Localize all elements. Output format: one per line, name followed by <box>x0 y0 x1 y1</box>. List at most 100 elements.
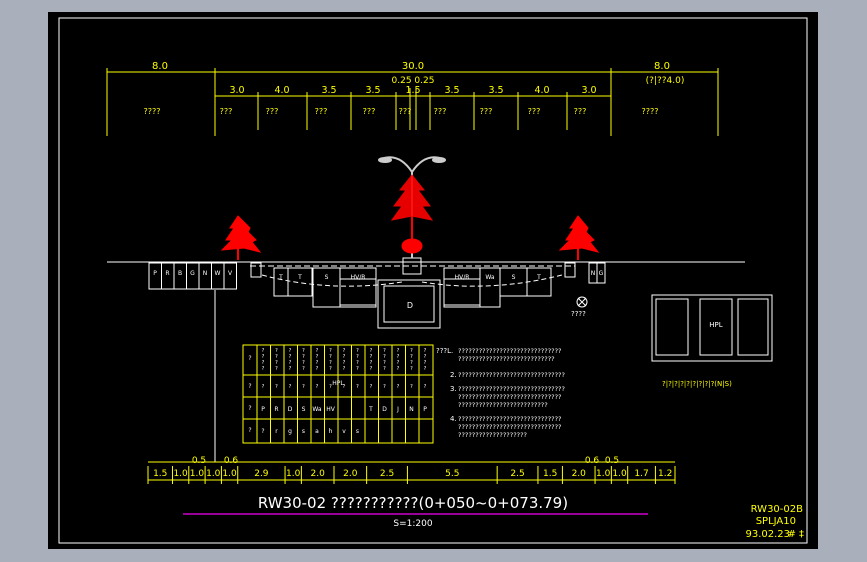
table-cell: ? <box>397 384 400 390</box>
table-cell: P <box>261 406 265 413</box>
pipe-label: S <box>512 274 516 281</box>
dim-roadway: 30.0 <box>402 61 424 72</box>
dim-right-note: (?|??4.0) <box>646 76 685 86</box>
table-header-mark: ? <box>275 354 278 360</box>
lane-name-label: ??? <box>220 107 233 116</box>
table-cell: s <box>356 428 359 435</box>
ground-line <box>107 261 745 287</box>
table-header-mark: ? <box>410 366 413 372</box>
lane-name-labels: ??????????????????????????????????? <box>144 107 659 116</box>
table-header-mark: ? <box>370 354 373 360</box>
table-header-mark: ? <box>302 366 305 372</box>
pipe-label: B <box>178 270 182 277</box>
bottom-dimension-label: 1.7 <box>634 469 648 479</box>
note-number: 2. <box>450 371 457 379</box>
table-header-mark: ? <box>329 360 332 366</box>
lane-name-label: ???? <box>642 107 659 116</box>
bottom-dimension-label: 2.0 <box>343 469 358 479</box>
table-row-label: ? <box>248 383 251 390</box>
table-header-mark: ? <box>262 360 265 366</box>
table-row-label: ? <box>248 355 251 362</box>
table-cell: ? <box>302 384 305 390</box>
curb-box <box>564 262 576 278</box>
table-cell: g <box>288 428 292 435</box>
table-header-mark: ? <box>329 348 332 354</box>
table-cell: N <box>409 406 414 413</box>
table-header-mark: ? <box>370 360 373 366</box>
general-notes: ???L.???????????????????????????????????… <box>436 347 565 439</box>
table-cell: h <box>329 428 333 435</box>
lane-name-label: ??? <box>315 107 328 116</box>
pipe-label: W <box>215 270 221 277</box>
table-header-mark: ? <box>289 366 292 372</box>
lane-dimension-label: 3.5 <box>321 85 336 96</box>
pipe-box <box>596 262 606 284</box>
pipe-box <box>287 267 313 297</box>
drawing-border <box>58 17 808 544</box>
table-header-mark: ? <box>316 354 319 360</box>
table-cell: ? <box>329 384 332 390</box>
bottom-dimension-label: 2.0 <box>311 469 326 479</box>
table-cell: ? <box>289 384 292 390</box>
table-header-mark: ? <box>383 348 386 354</box>
table-header-mark: ? <box>397 348 400 354</box>
legend-box-label: HPL <box>709 321 722 329</box>
table-header-mark: ? <box>262 354 265 360</box>
table-row-label: ? <box>248 405 251 412</box>
note-line: ??????????????????????????????? <box>458 385 565 393</box>
table-header-mark: ? <box>383 366 386 372</box>
table-header-mark: ? <box>370 348 373 354</box>
pipe-label: G <box>599 270 604 277</box>
table-cell: ? <box>262 384 265 390</box>
table-hpl-label: HPL <box>332 380 344 387</box>
stamp-date: 93.02.23 <box>745 529 790 540</box>
table-header-mark: ? <box>275 360 278 366</box>
lane-name-label: ???? <box>144 107 161 116</box>
bottom-dimension-label: 1.0 <box>222 469 237 479</box>
table-cell: R <box>274 406 278 413</box>
table-header-mark: ? <box>329 366 332 372</box>
bottom-upper-label: 0.6 <box>585 456 600 466</box>
note-line: ?????????????????????????????? <box>458 393 562 401</box>
bottom-dimension-label: 1.0 <box>612 469 627 479</box>
bottom-upper-label: 0.5 <box>192 456 206 466</box>
table-header-mark: ? <box>424 348 427 354</box>
table-header-mark: ? <box>397 366 400 372</box>
table-cell: a <box>315 428 319 435</box>
table-header-mark: ? <box>343 366 346 372</box>
table-cell: s <box>302 428 305 435</box>
table-header-mark: ? <box>410 360 413 366</box>
stamp-ref: SPLJA10 <box>756 516 796 527</box>
lane-dimension-label: 3.5 <box>365 85 380 96</box>
pipe-label: N <box>203 270 208 277</box>
table-header-mark: ? <box>383 360 386 366</box>
table-header-mark: ? <box>397 360 400 366</box>
bottom-dimension-label: 1.0 <box>173 469 188 479</box>
table-header-mark: ? <box>275 348 278 354</box>
bottom-dimension-lines <box>148 461 675 481</box>
manhole-label: ???? <box>571 310 586 318</box>
table-cell: HV <box>326 406 336 413</box>
drawing-scale: S=1:200 <box>393 519 432 529</box>
bottom-dimension-label: 2.9 <box>254 469 269 479</box>
lane-dimension-label: 3.5 <box>444 85 459 96</box>
bottom-upper-label: 0.6 <box>224 456 239 466</box>
curb-box <box>250 262 262 278</box>
table-row-label: ? <box>248 427 251 434</box>
bottom-dimension-label: 5.5 <box>445 469 459 479</box>
table-cell: ? <box>383 384 386 390</box>
center-culvert: D <box>339 257 481 329</box>
dim-left-sidewalk: 8.0 <box>152 61 168 72</box>
table-cell: S <box>302 406 306 413</box>
bottom-dimension-label: 1.5 <box>543 469 557 479</box>
table-cell: J <box>396 406 399 413</box>
table-header-mark: ? <box>424 366 427 372</box>
bottom-dimension-label: 1.0 <box>596 469 611 479</box>
table-header-mark: ? <box>302 354 305 360</box>
note-line: ?????????????????????????????? <box>458 347 562 355</box>
